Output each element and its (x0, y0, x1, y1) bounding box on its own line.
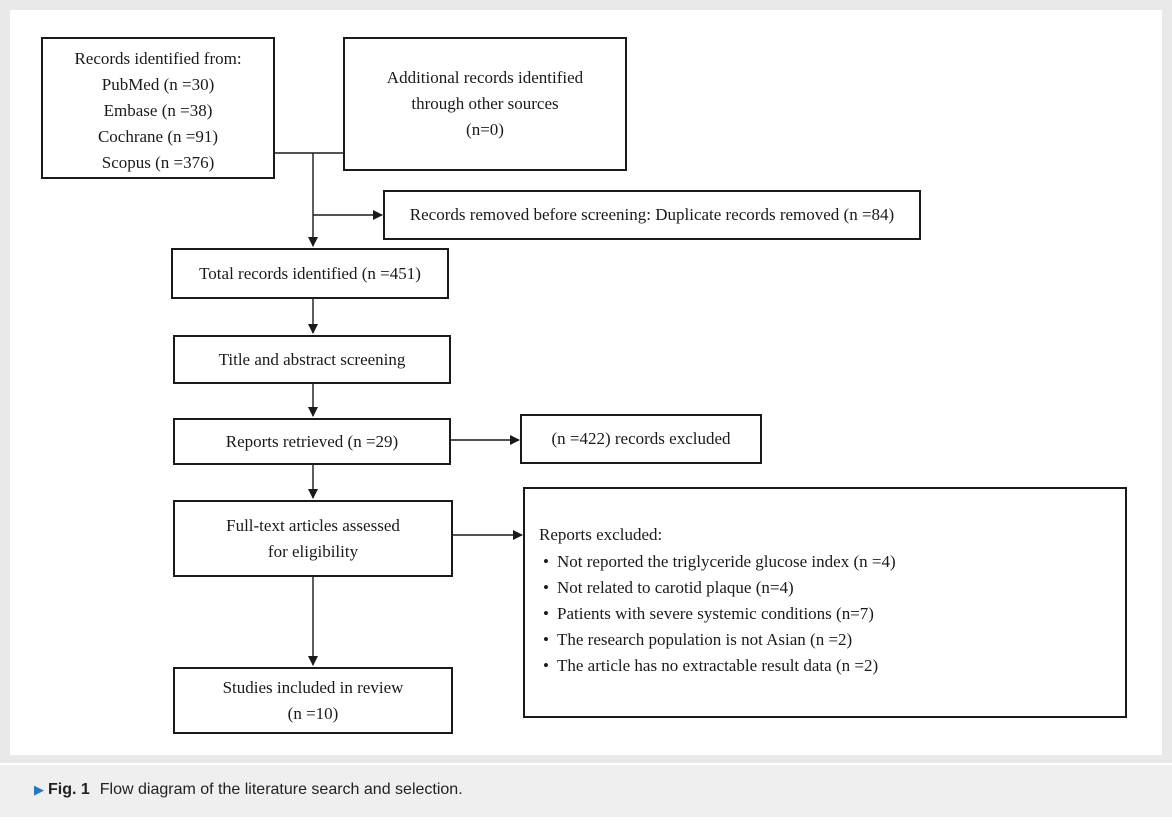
fulltext-line-1: Full-text articles assessed (226, 515, 400, 535)
records-excluded-box: (n =422) records excluded (520, 414, 762, 464)
reports-excluded-title: Reports excluded: (539, 525, 663, 544)
additional-records-count: (n=0) (466, 120, 504, 139)
database-scopus: Scopus (n =376) (101, 153, 215, 172)
caption-triangle-icon: ▶ (34, 782, 44, 797)
total-records-text: Total records identified (n =451) (199, 263, 421, 283)
fulltext-assessed-box: Full-text articles assessed for eligibil… (173, 500, 453, 577)
screening-text: Title and abstract screening (218, 349, 406, 369)
database-embase: Embase (n =38) (103, 101, 213, 120)
duplicates-removed-text: Records removed before screening: Duplic… (409, 205, 895, 224)
fulltext-line-2: for eligibility (267, 541, 359, 561)
caption-bar (0, 765, 1172, 817)
additional-records-line-2: through other sources (411, 94, 559, 113)
studies-included-line-1: Studies included in review (222, 677, 404, 697)
database-pubmed: PubMed (n =30) (101, 75, 215, 94)
caption-label: Fig. 1 (48, 781, 90, 798)
records-identified-title: Records identified from: (74, 49, 242, 68)
figure-caption: ▶ Fig. 1 Flow diagram of the literature se… (34, 776, 463, 804)
reports-excluded-list: Not reported the triglyceride glucose in… (539, 549, 1125, 679)
records-excluded-text: (n =422) records excluded (551, 429, 731, 448)
additional-records-box: Additional records identified through ot… (343, 37, 627, 171)
additional-records-line-1: Additional records identified (386, 68, 584, 87)
exclusion-reason: Not reported the triglyceride glucose in… (539, 549, 1125, 575)
exclusion-reason: Not related to carotid plaque (n=4) (539, 575, 1125, 601)
screening-box: Title and abstract screening (173, 335, 451, 384)
reports-retrieved-box: Reports retrieved (n =29) (173, 418, 451, 465)
reports-excluded-box: Reports excluded: Not reported the trigl… (523, 487, 1127, 718)
studies-included-count: (n =10) (287, 703, 339, 723)
reports-retrieved-text: Reports retrieved (n =29) (225, 431, 399, 451)
caption-text: Flow diagram of the literature search an… (99, 781, 463, 798)
studies-included-box: Studies included in review (n =10) (173, 667, 453, 734)
database-cochrane: Cochrane (n =91) (97, 127, 219, 146)
exclusion-reason: The article has no extractable result da… (539, 653, 1125, 679)
records-identified-box: Records identified from: PubMed (n =30) … (41, 37, 275, 179)
exclusion-reason: Patients with severe systemic conditions… (539, 601, 1125, 627)
total-records-box: Total records identified (n =451) (171, 248, 449, 299)
duplicates-removed-box: Records removed before screening: Duplic… (383, 190, 921, 240)
exclusion-reason: The research population is not Asian (n … (539, 627, 1125, 653)
